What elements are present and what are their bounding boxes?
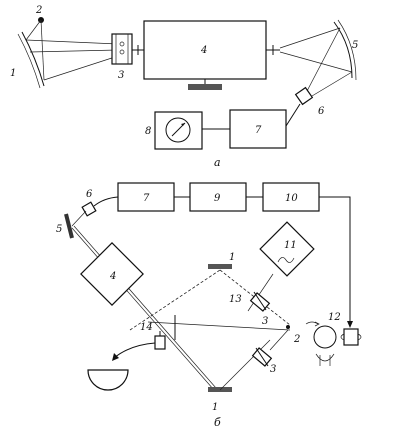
mirror-5b <box>64 213 74 239</box>
label-b-12: 12 <box>328 312 341 323</box>
element-3-top <box>249 292 271 312</box>
label-b-5: 5 <box>56 224 62 235</box>
label-b-11: 11 <box>284 240 297 251</box>
mirror-top <box>208 264 232 269</box>
mirror-left <box>21 31 45 87</box>
point-2 <box>286 325 290 329</box>
caption-b: б <box>214 416 221 429</box>
label-b-3-bottom: 3 <box>270 364 276 375</box>
detector-6 <box>294 86 314 106</box>
diagram-a: 1 2 3 4 5 6 7 8 a <box>10 5 358 169</box>
dome <box>87 369 129 391</box>
box-9 <box>189 182 247 212</box>
box-11 <box>259 221 315 277</box>
element-14 <box>154 335 166 350</box>
motor-12 <box>305 321 362 366</box>
label-b-6: 6 <box>86 189 93 200</box>
label-b-14: 14 <box>140 322 153 333</box>
label-3: 3 <box>118 70 124 81</box>
label-b-7: 7 <box>143 193 150 204</box>
label-b-4: 4 <box>109 271 116 282</box>
label-7: 7 <box>255 125 262 136</box>
label-4: 4 <box>200 45 207 56</box>
label-2: 2 <box>35 5 42 16</box>
label-5: 5 <box>352 40 358 51</box>
label-b-1-top: 1 <box>229 252 235 263</box>
detector-6b <box>81 201 97 217</box>
label-b-1-bottom: 1 <box>212 402 218 413</box>
chamber-4 <box>143 20 267 80</box>
label-b-9: 9 <box>214 193 221 204</box>
label-1: 1 <box>10 68 16 79</box>
label-8: 8 <box>145 126 151 137</box>
chamber-4b <box>80 242 144 306</box>
mirror-bottom <box>208 387 232 392</box>
mirror-right <box>333 21 353 79</box>
label-b-3-top: 3 <box>262 316 268 327</box>
label-b-2: 2 <box>293 334 300 345</box>
label-6: 6 <box>318 106 325 117</box>
box-10 <box>262 182 320 212</box>
diagram-b: 6 5 7 9 10 4 1 11 13 3 2 12 14 3 1 б <box>56 182 362 429</box>
caption-a: a <box>214 156 221 169</box>
label-b-10: 10 <box>285 193 298 204</box>
heater <box>188 84 222 90</box>
label-b-13: 13 <box>229 294 242 305</box>
cell-3 <box>111 33 133 65</box>
